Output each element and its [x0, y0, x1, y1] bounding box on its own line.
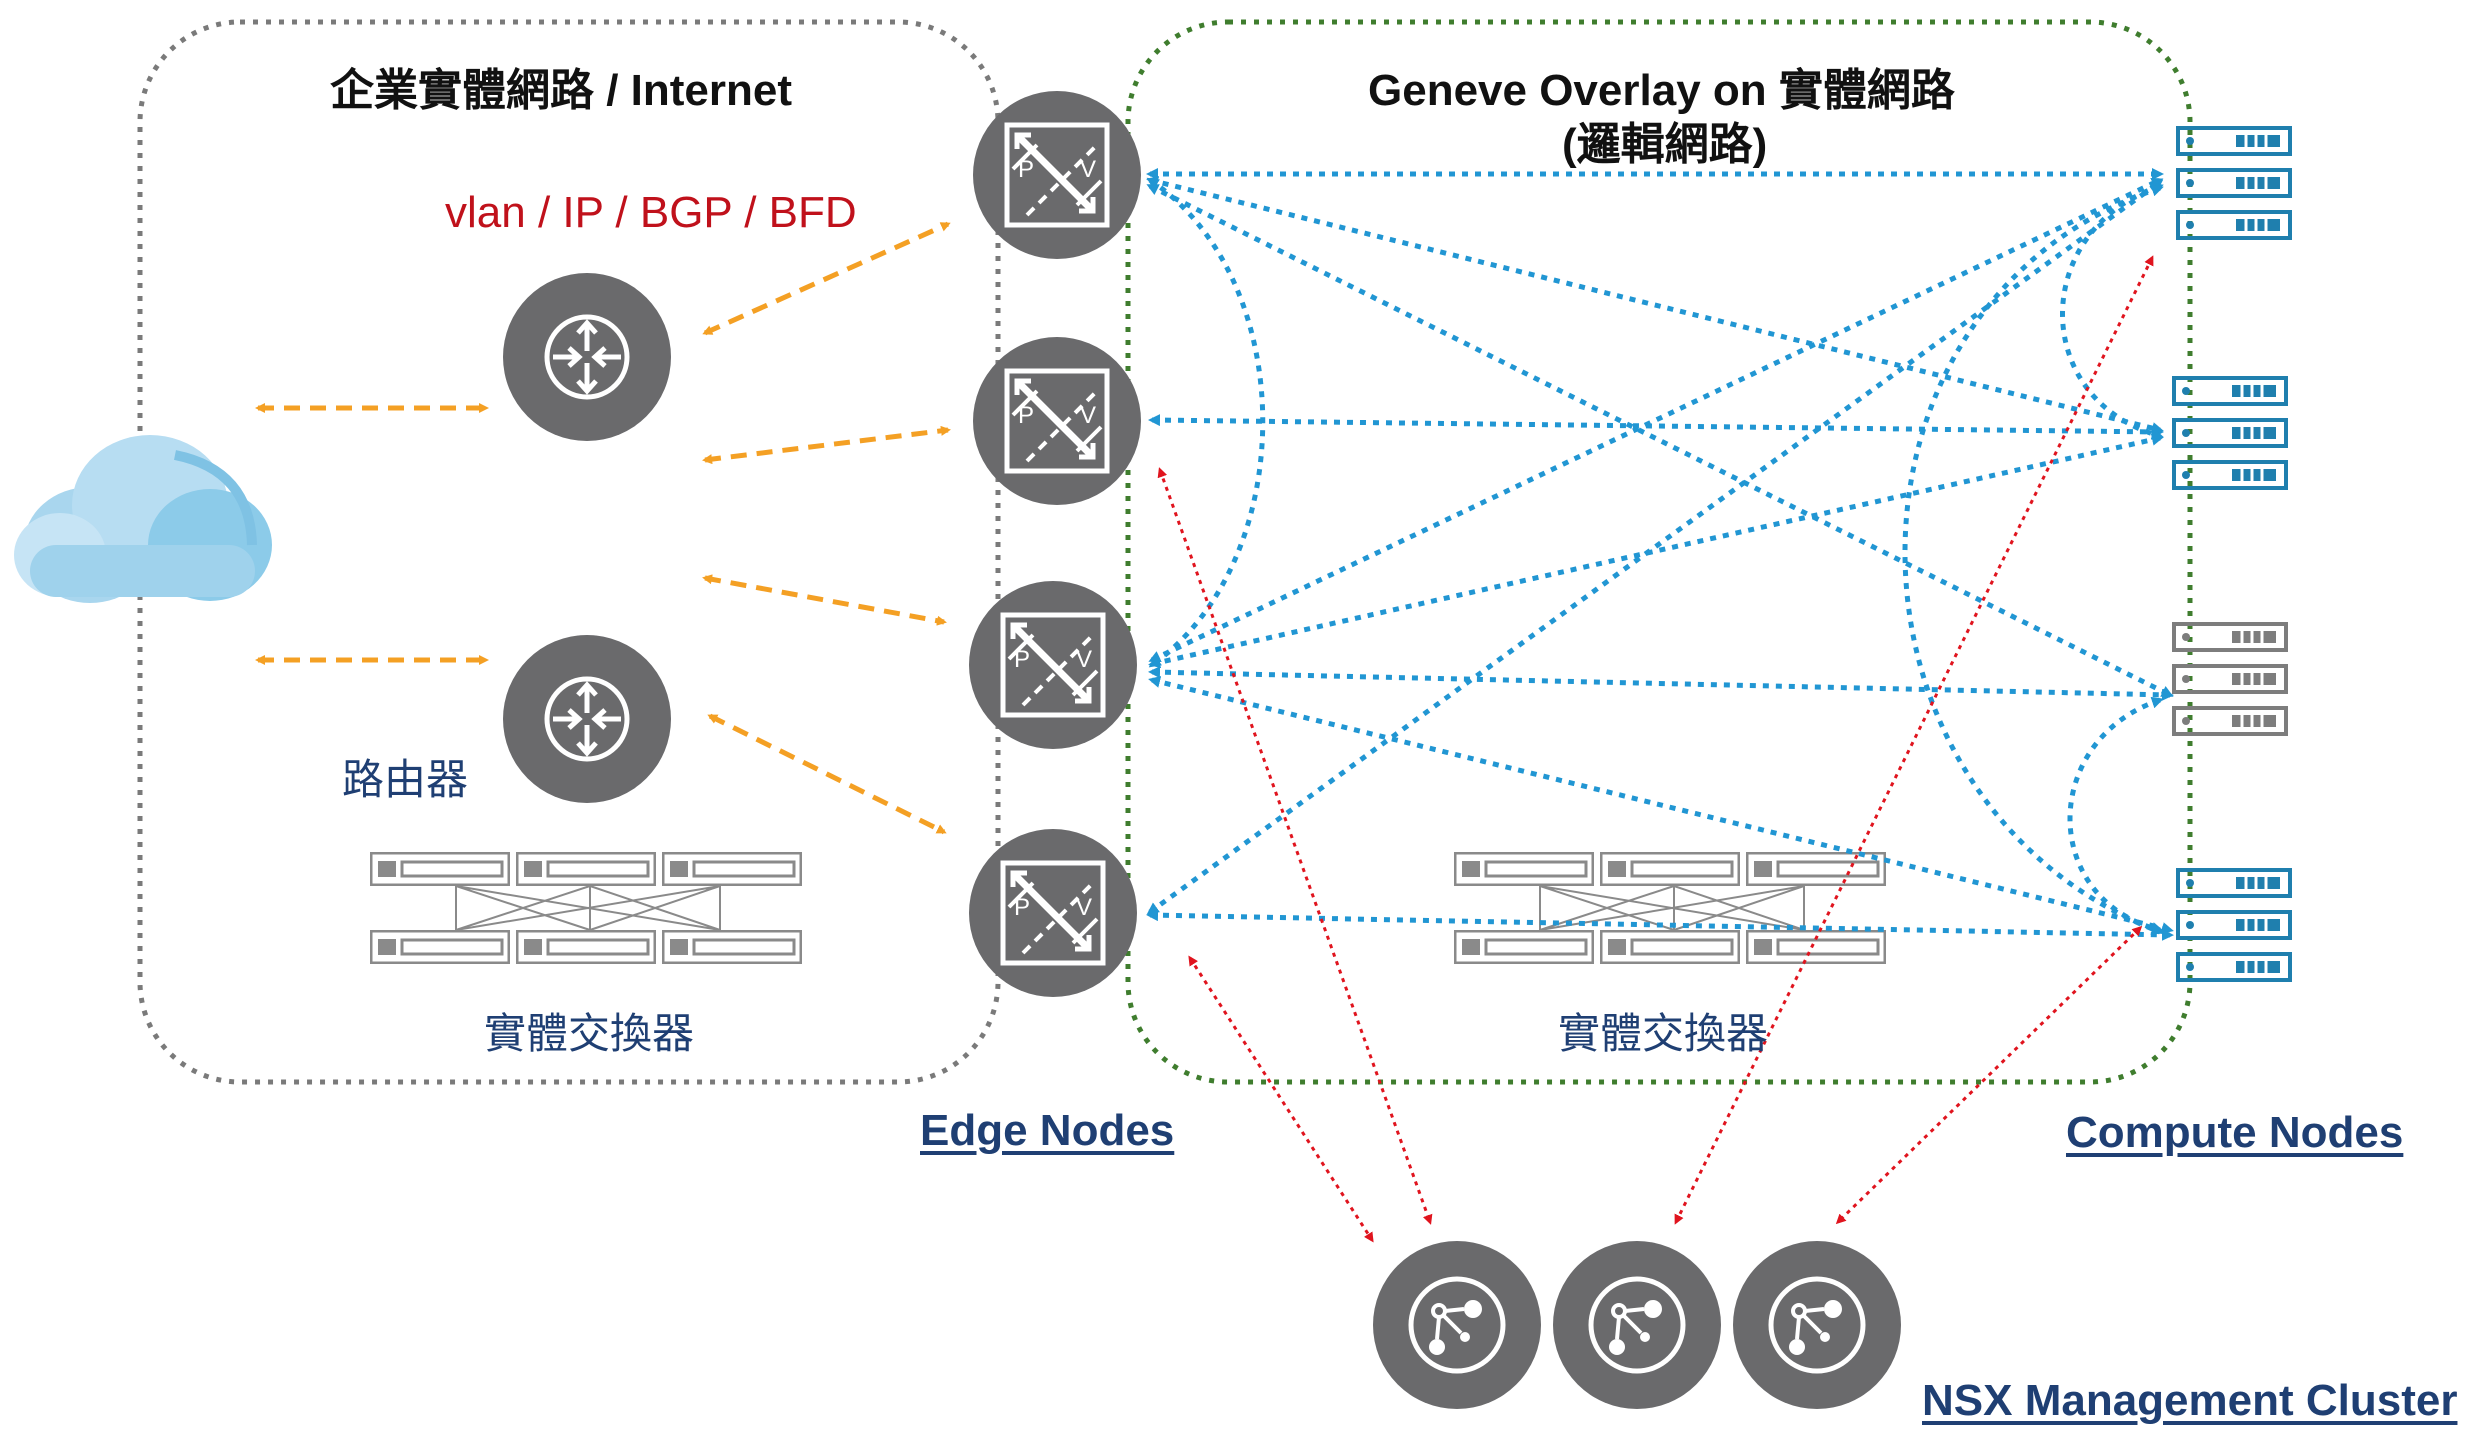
edge-node-icon[interactable] [973, 337, 1141, 505]
red-management-links [1157, 255, 2154, 1243]
edge-nodes-heading[interactable]: Edge Nodes [920, 1106, 1175, 1155]
blue-overlay-links [1146, 168, 2174, 941]
nsx-cluster-heading[interactable]: NSX Management Cluster [1922, 1376, 2458, 1425]
blue-link [1148, 414, 2164, 438]
router-icon [503, 635, 671, 803]
edge-node-v-letter: V [1080, 402, 1097, 429]
red-link [1674, 255, 2154, 1225]
protocols-label: vlan / IP / BGP / BFD [445, 188, 857, 237]
edge-node-icon[interactable] [969, 581, 1137, 749]
blue-link [1146, 183, 2174, 698]
blue-link [1146, 179, 2164, 915]
edge-node-p-letter: P [1014, 894, 1031, 921]
blue-link [1146, 177, 1266, 668]
overlay-switch-label: 實體交換器 [1558, 1010, 1769, 1057]
blue-link [1148, 177, 2164, 663]
blue-link [2060, 182, 2164, 440]
orange-link [702, 425, 951, 465]
edge-node-icon[interactable] [973, 91, 1141, 259]
compute-nodes-heading[interactable]: Compute Nodes [2066, 1108, 2404, 1157]
cloud-icon [14, 435, 272, 603]
blue-link [1148, 676, 2174, 934]
enterprise-switch-label: 實體交換器 [484, 1010, 695, 1057]
orange-link [707, 713, 947, 835]
edge-node-v-letter: V [1076, 894, 1093, 921]
orange-link [702, 221, 951, 336]
router-label: 路由器 [342, 756, 469, 803]
enterprise-zone-title: 企業實體網路 / Internet [330, 66, 793, 115]
overlay-zone-subtitle: (邏輯網路) [1562, 120, 1768, 169]
nsx-manager-icon[interactable] [1553, 1241, 1721, 1409]
edge-node-p-letter: P [1018, 156, 1035, 183]
edge-node-v-letter: V [1080, 156, 1097, 183]
overlay-zone-border [1125, 19, 2193, 1085]
switch-icon [370, 852, 802, 964]
server-rack-icon[interactable] [2176, 868, 2292, 982]
switch-icon [1454, 852, 1886, 964]
blue-link [1902, 184, 2164, 935]
red-link [1188, 955, 1374, 1243]
edge-node-p-letter: P [1018, 402, 1035, 429]
blue-link [1148, 666, 2174, 701]
edge-node-v-letter: V [1076, 646, 1093, 673]
nsx-manager-icon[interactable] [1733, 1241, 1901, 1409]
nsx-manager-icon[interactable] [1373, 1241, 1541, 1409]
blue-link [1146, 176, 2164, 434]
server-rack-icon[interactable] [2176, 126, 2292, 240]
orange-link [702, 574, 947, 626]
edge-node-p-letter: P [1014, 646, 1031, 673]
edge-node-icon[interactable] [969, 829, 1137, 997]
red-link [1157, 467, 1433, 1225]
red-link [1835, 925, 2143, 1225]
enterprise-zone-border [137, 19, 1001, 1085]
overlay-zone-title: Geneve Overlay on 實體網路 [1368, 66, 1955, 115]
orange-links [255, 221, 951, 835]
router-icon [503, 273, 671, 441]
blue-link [2067, 696, 2164, 934]
